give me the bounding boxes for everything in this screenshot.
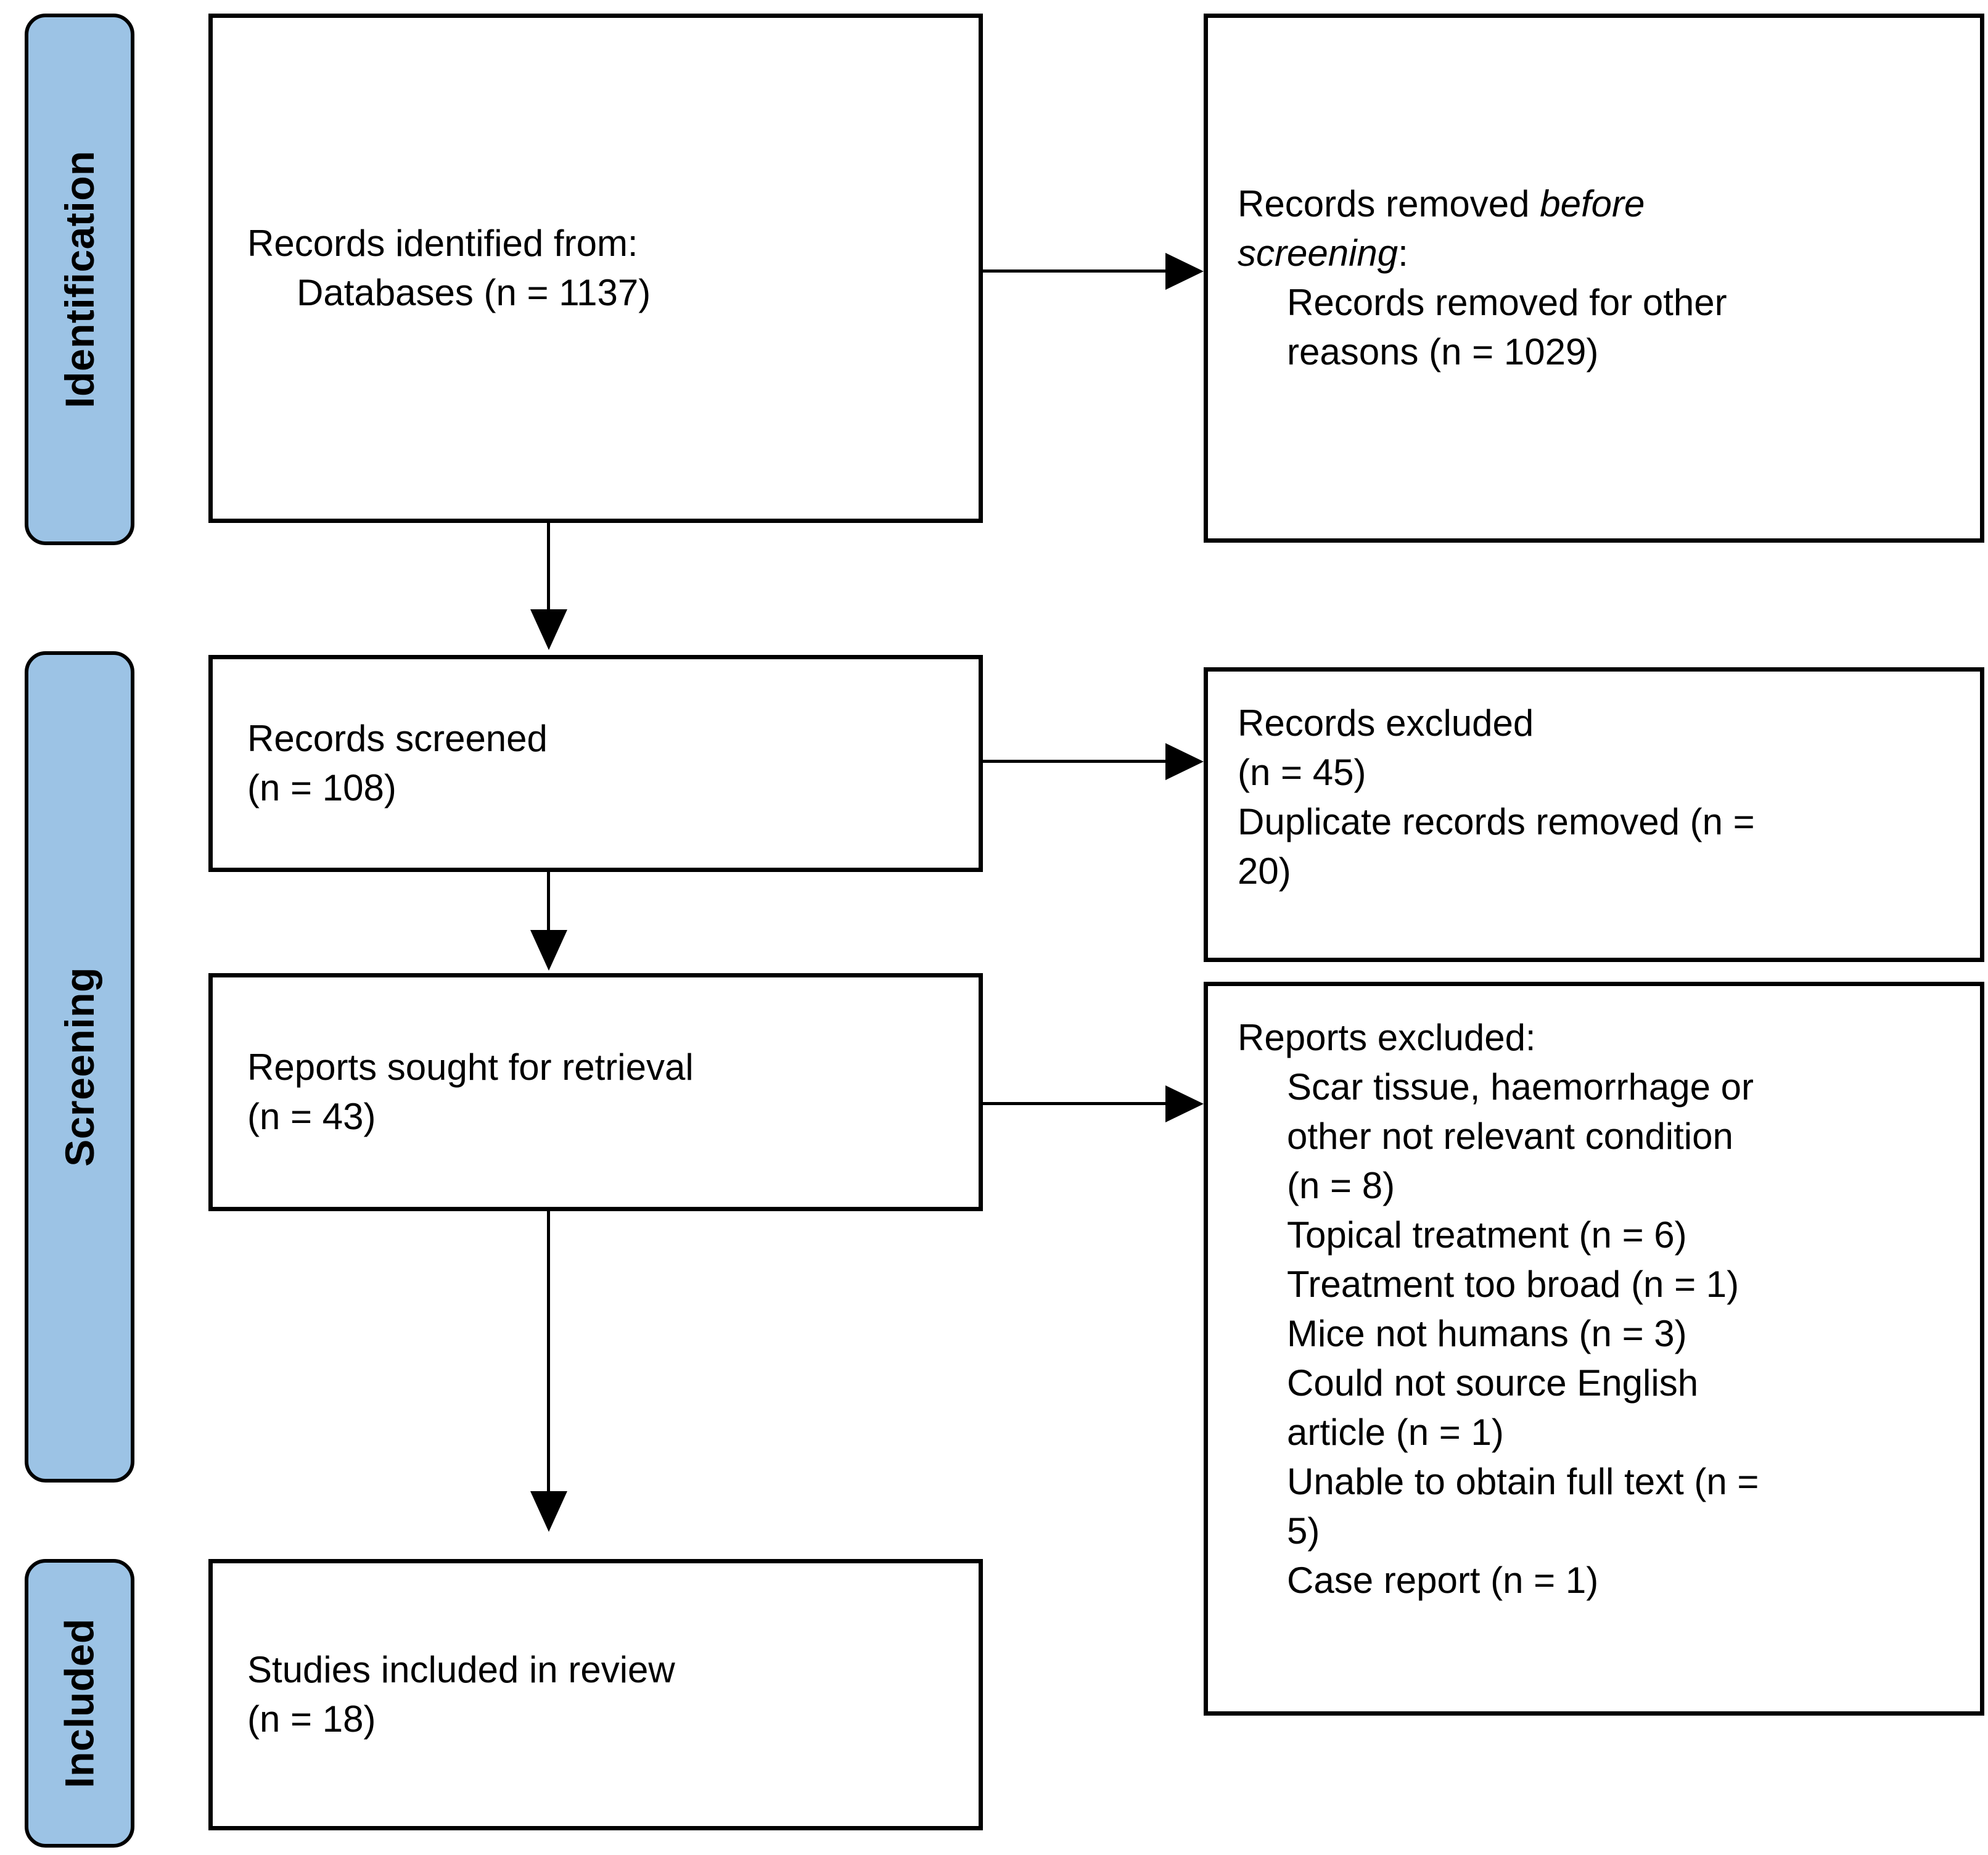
reports-excluded-item-7: Could not source English xyxy=(1287,1362,1699,1404)
connector-screened-to-sought-line xyxy=(547,872,550,934)
connector-sought-to-included-arrow xyxy=(530,1491,567,1532)
connector-screened-to-excluded-arrow xyxy=(1165,743,1204,780)
box-records-identified: Records identified from: Databases (n = … xyxy=(208,14,983,523)
connector-screened-to-sought-arrow xyxy=(530,930,567,971)
reports-excluded-heading: Reports excluded: xyxy=(1238,1017,1536,1058)
reports-excluded-item-2: other not relevant condition xyxy=(1287,1116,1733,1157)
phase-label-included: Included xyxy=(57,1618,103,1788)
connector-sought-to-reports-excluded-line xyxy=(983,1102,1167,1105)
box-records-removed-before-screening: Records removed before screening: Record… xyxy=(1204,14,1984,543)
connector-identified-to-removed-arrow xyxy=(1165,253,1204,290)
records-excluded-line-3: Duplicate records removed (n = xyxy=(1238,801,1755,842)
records-removed-line-3: Records removed for other xyxy=(1287,282,1727,323)
records-removed-line-2-italic: screening xyxy=(1238,232,1399,274)
records-removed-line-1-italic: before xyxy=(1540,183,1645,224)
box-reports-sought: Reports sought for retrieval (n = 43) xyxy=(208,973,983,1211)
reports-excluded-item-11: Case report (n = 1) xyxy=(1287,1560,1599,1601)
records-excluded-line-4: 20) xyxy=(1238,850,1291,892)
records-removed-line-1-plain: Records removed xyxy=(1238,183,1540,224)
connector-screened-to-excluded-line xyxy=(983,760,1167,763)
box-reports-excluded: Reports excluded: Scar tissue, haemorrha… xyxy=(1204,982,1984,1716)
connector-sought-to-included-line xyxy=(547,1211,550,1495)
box-records-screened: Records screened (n = 108) xyxy=(208,655,983,872)
reports-excluded-item-10: 5) xyxy=(1287,1510,1320,1552)
reports-excluded-item-3: (n = 8) xyxy=(1287,1165,1395,1206)
reports-excluded-item-8: article (n = 1) xyxy=(1287,1412,1504,1453)
records-excluded-line-1: Records excluded xyxy=(1238,702,1534,744)
phase-bar-identification: Identification xyxy=(25,14,134,545)
records-removed-line-1: Records removed before xyxy=(1238,179,1965,229)
phase-label-identification: Identification xyxy=(57,150,103,408)
phase-bar-included: Included xyxy=(25,1559,134,1848)
connector-identified-to-screened-line xyxy=(547,523,550,609)
records-screened-line-2: (n = 108) xyxy=(247,767,396,808)
records-removed-line-4: reasons (n = 1029) xyxy=(1287,331,1599,372)
phase-label-screening: Screening xyxy=(57,967,103,1167)
connector-identified-to-removed-line xyxy=(983,269,1167,273)
connector-sought-to-reports-excluded-arrow xyxy=(1165,1085,1204,1122)
studies-included-line-1: Studies included in review xyxy=(247,1649,675,1690)
phase-bar-screening: Screening xyxy=(25,651,134,1483)
records-removed-line-2: screening: xyxy=(1238,229,1965,278)
reports-excluded-item-4: Topical treatment (n = 6) xyxy=(1287,1214,1687,1256)
studies-included-line-2: (n = 18) xyxy=(247,1698,376,1740)
records-identified-line-1: Records identified from: xyxy=(247,223,638,264)
reports-sought-line-1: Reports sought for retrieval xyxy=(247,1047,694,1088)
reports-excluded-item-5: Treatment too broad (n = 1) xyxy=(1287,1264,1740,1305)
reports-excluded-item-9: Unable to obtain full text (n = xyxy=(1287,1461,1759,1502)
reports-excluded-item-6: Mice not humans (n = 3) xyxy=(1287,1313,1687,1354)
records-removed-line-2-plain: : xyxy=(1398,232,1408,274)
records-screened-line-1: Records screened xyxy=(247,718,548,759)
connector-identified-to-screened-arrow xyxy=(530,609,567,650)
reports-sought-line-2: (n = 43) xyxy=(247,1096,376,1137)
box-studies-included: Studies included in review (n = 18) xyxy=(208,1559,983,1830)
box-records-excluded: Records excluded (n = 45) Duplicate reco… xyxy=(1204,667,1984,962)
records-excluded-line-2: (n = 45) xyxy=(1238,752,1366,793)
reports-excluded-item-1: Scar tissue, haemorrhage or xyxy=(1287,1066,1754,1108)
records-identified-line-2: Databases (n = 1137) xyxy=(297,272,651,313)
